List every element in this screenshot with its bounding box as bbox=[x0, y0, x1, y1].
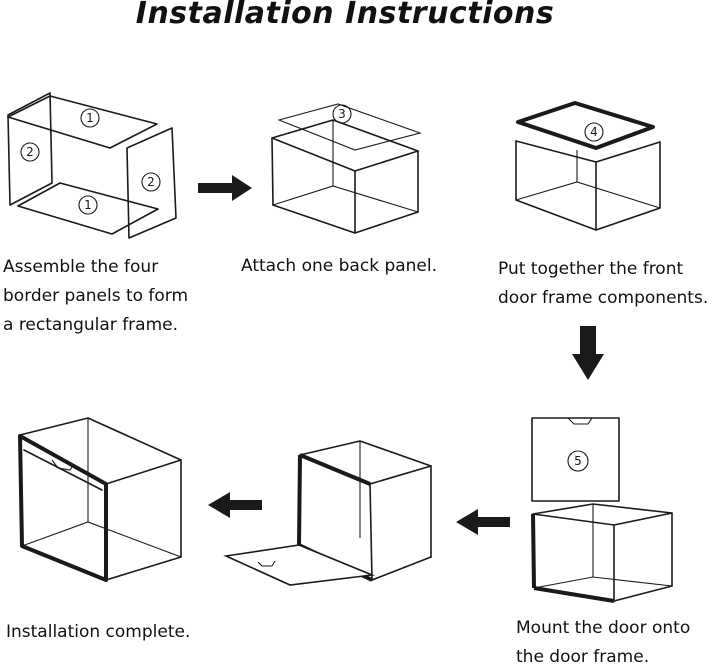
page-title: Installation Instructions bbox=[135, 0, 555, 31]
step1-illustration: 1 2 2 1 bbox=[7, 92, 177, 239]
step6-caption: Installation complete. bbox=[6, 618, 190, 647]
step1-label-bottom: 1 bbox=[78, 195, 98, 215]
step2-caption: Attach one back panel. bbox=[241, 252, 437, 281]
step2-back-panel bbox=[277, 103, 422, 151]
step2-label-text: 3 bbox=[338, 107, 346, 121]
step2-illustration: 3 bbox=[271, 103, 422, 234]
step6-door bbox=[18, 434, 108, 582]
step1-left-panel bbox=[7, 92, 53, 206]
step1-caption-line: Assemble the four bbox=[3, 257, 159, 277]
step6-door-handle bbox=[51, 459, 75, 471]
step6-caption-line: Installation complete. bbox=[6, 622, 191, 642]
step3-illustration: 4 bbox=[515, 101, 661, 231]
step3-caption-line: door frame components. bbox=[498, 288, 709, 308]
step3-label: 4 bbox=[584, 122, 604, 142]
step1-caption: Assemble the four border panels to form … bbox=[3, 253, 188, 340]
step6-illustration bbox=[18, 417, 182, 582]
step1-label-left: 2 bbox=[20, 142, 40, 162]
step3-door-frame bbox=[516, 101, 655, 150]
step4-box-top bbox=[532, 503, 673, 526]
step1-label-top: 1 bbox=[80, 108, 100, 128]
step1-label-right: 2 bbox=[141, 172, 161, 192]
step3-caption: Put together the front door frame compon… bbox=[498, 255, 708, 313]
step4-caption-line: Mount the door onto bbox=[516, 618, 691, 638]
arrow-right-icon bbox=[198, 175, 252, 201]
step1-bottom-panel bbox=[17, 182, 159, 235]
step1-label-left-text: 2 bbox=[26, 145, 34, 159]
arrow-left-icon bbox=[456, 509, 510, 535]
step5-illustration bbox=[223, 440, 432, 586]
step1-caption-line: a rectangular frame. bbox=[3, 315, 179, 335]
step3-caption-line: Put together the front bbox=[498, 259, 684, 279]
arrow-down-icon bbox=[572, 326, 604, 380]
step1-top-panel bbox=[7, 95, 158, 149]
step4-door-panel bbox=[531, 417, 620, 502]
step1-caption-line: border panels to form bbox=[3, 286, 189, 306]
step1-label-right-text: 2 bbox=[147, 175, 155, 189]
step2-caption-line: Attach one back panel. bbox=[241, 256, 438, 276]
step4-caption-line: the door frame. bbox=[516, 647, 650, 667]
step1-right-panel bbox=[126, 127, 177, 239]
step3-label-text: 4 bbox=[590, 125, 598, 139]
step1-label-bottom-text: 1 bbox=[84, 198, 92, 212]
step4-caption: Mount the door onto the door frame. bbox=[516, 614, 690, 672]
step4-door-handle bbox=[567, 417, 593, 425]
step1-label-top-text: 1 bbox=[86, 111, 94, 125]
step5-door-handle bbox=[257, 560, 276, 567]
step4-label: 5 bbox=[567, 450, 589, 472]
step5-open-door bbox=[223, 544, 376, 586]
step4-label-text: 5 bbox=[574, 454, 582, 468]
step4-illustration: 5 bbox=[531, 417, 673, 603]
arrow-left-icon bbox=[208, 492, 262, 518]
